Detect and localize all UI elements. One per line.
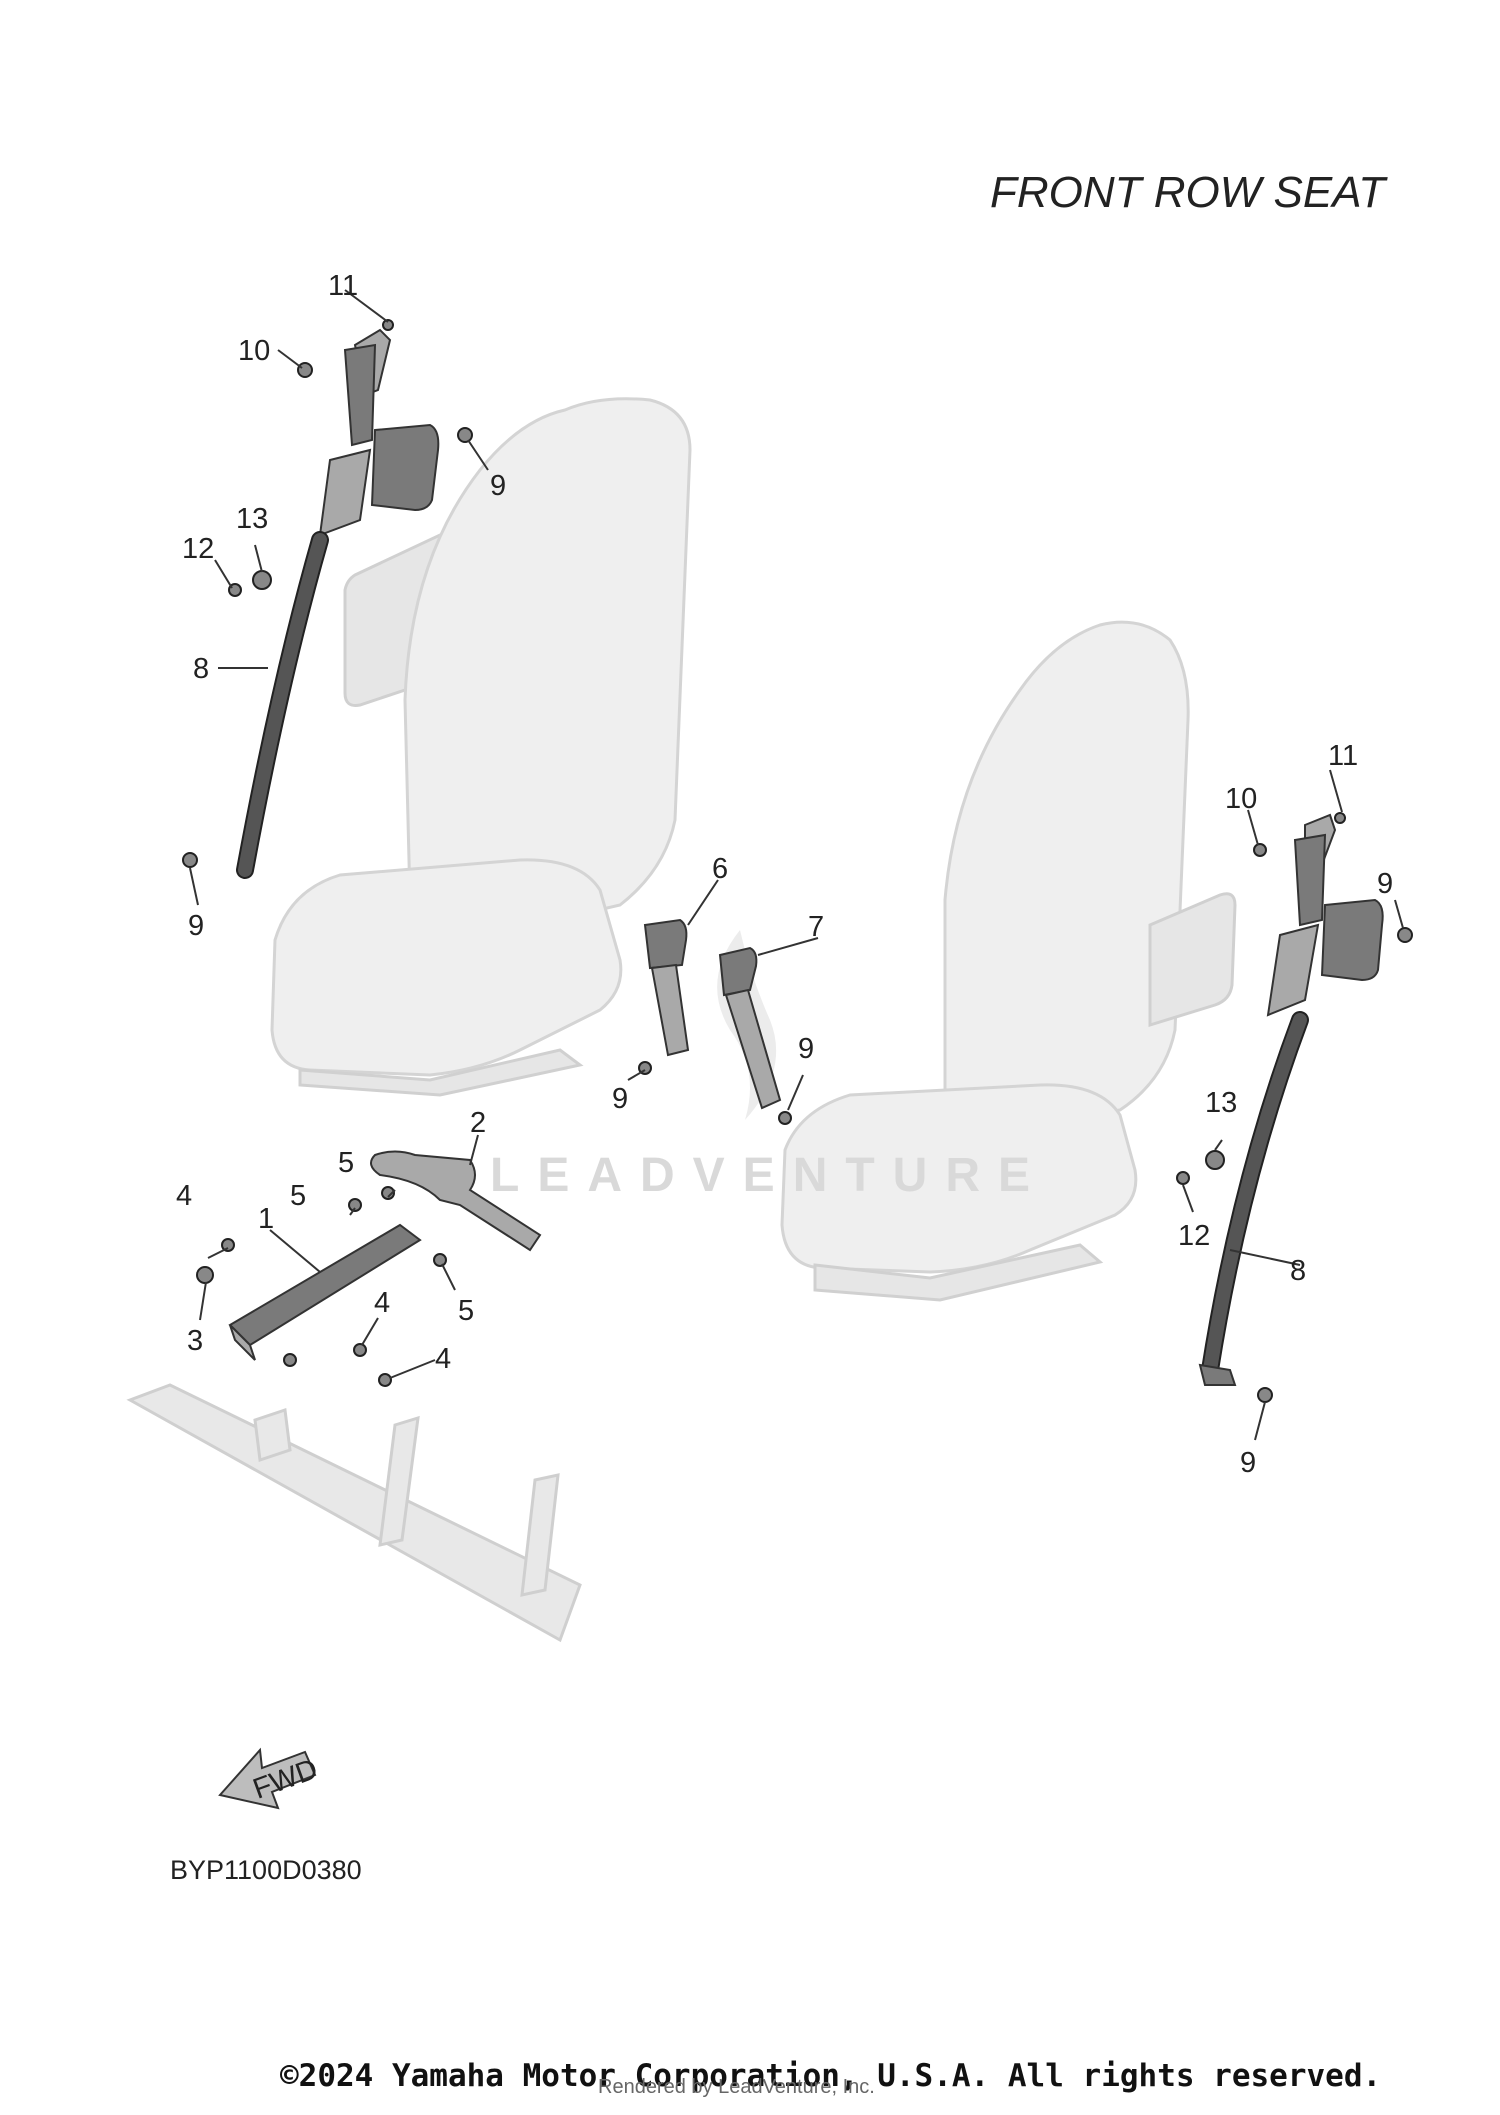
callout-10-right: 10 [1225, 783, 1257, 815]
seat-rail-assembly [196, 1150, 542, 1387]
callout-5-bottom: 5 [458, 1295, 474, 1327]
diagram-title: FRONT ROW SEAT [990, 168, 1386, 217]
callout-5-middle: 5 [290, 1180, 306, 1212]
callout-1: 1 [258, 1203, 274, 1235]
left-belt-assembly [182, 319, 473, 879]
callout-13-left: 13 [236, 503, 268, 535]
callout-numbers: 11 10 9 13 12 8 9 11 10 9 13 12 8 9 6 7 … [176, 270, 1393, 1479]
fwd-arrow-icon: FWD [218, 1747, 322, 1810]
callout-8-left: 8 [193, 653, 209, 685]
callout-5-top: 5 [338, 1147, 354, 1179]
callout-4-top: 4 [176, 1180, 192, 1212]
callout-9-right-top: 9 [1377, 868, 1393, 900]
callout-11-right: 11 [1328, 740, 1358, 772]
callout-3: 3 [187, 1325, 203, 1357]
right-belt-assembly [1176, 812, 1413, 1403]
seat-frame [126, 1383, 582, 1643]
watermark-text: LEADVENTURE [490, 1149, 1049, 1202]
callout-4-bottom: 4 [435, 1343, 451, 1375]
callout-11-left: 11 [328, 270, 358, 302]
callout-9-left-top: 9 [490, 470, 506, 502]
callout-9-right-bottom: 9 [1240, 1447, 1256, 1479]
rendered-by-notice: Rendered by LeadVenture, Inc. [598, 2076, 875, 2098]
callout-7: 7 [808, 911, 824, 943]
copyright-notice: ©2024 Yamaha Motor Corporation, U.S.A. A… [280, 2058, 1382, 2094]
callout-9-left-bottom: 9 [188, 910, 204, 942]
left-seat [270, 397, 692, 1097]
callout-6: 6 [712, 853, 728, 885]
right-seat [780, 620, 1237, 1302]
callout-8-right: 8 [1290, 1255, 1306, 1287]
diagram-code: BYP1100D0380 [170, 1855, 362, 1885]
callout-10-left: 10 [238, 335, 270, 367]
callout-4-middle: 4 [374, 1287, 390, 1319]
buckle-7 [718, 946, 792, 1125]
callout-12-right: 12 [1178, 1220, 1210, 1252]
callout-9-buckle-6: 9 [612, 1083, 628, 1115]
callout-2: 2 [470, 1107, 486, 1139]
callout-12-left: 12 [182, 533, 214, 565]
callout-9-buckle-7: 9 [798, 1033, 814, 1065]
leader-lines [189, 289, 1404, 1441]
buckle-6 [638, 918, 690, 1075]
callout-13-right: 13 [1205, 1087, 1237, 1119]
